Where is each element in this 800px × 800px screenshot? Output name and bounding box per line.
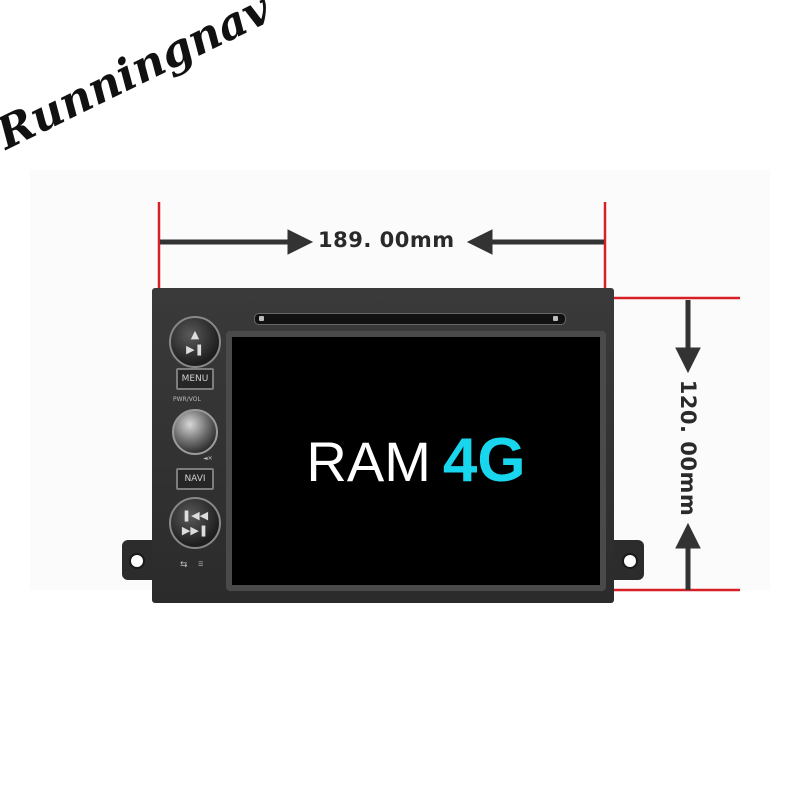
aux-port-icon: ☰ (198, 561, 204, 568)
mute-icon: ◄✕ (203, 455, 213, 462)
power-volume-knob[interactable] (172, 409, 218, 455)
brand-logo-script: Runningnav (0, 0, 279, 161)
height-dimension-label: 120. 00mm (676, 379, 700, 517)
eject-icon: ▲ (190, 328, 200, 341)
ram-capacity-label: 4G (442, 426, 526, 495)
play-pause-icon: ▶❚ (186, 343, 204, 356)
previous-track-icon: ❚◀◀ (181, 509, 209, 522)
usb-icon: ⇆ (180, 560, 188, 570)
right-mounting-ear (614, 540, 644, 580)
ram-label: RAM (306, 430, 431, 493)
brand-logo: Runningnav (0, 0, 290, 170)
brand-logo-text: Runningnav (0, 0, 279, 161)
mounting-hole (622, 553, 638, 569)
width-dimension-label: 189. 00mm (318, 228, 455, 252)
track-skip-button[interactable]: ❚◀◀ ▶▶❚ (169, 497, 221, 549)
eject-button[interactable]: ▲ ▶❚ (169, 316, 221, 368)
slot-marker (259, 316, 264, 321)
head-unit: ▲ ▶❚ MENU PWR/VOL ◄✕ NAVI ❚◀◀ ▶▶❚ ⇆ ☰ RA… (122, 288, 644, 603)
next-track-icon: ▶▶❚ (181, 524, 209, 537)
left-mounting-ear (122, 540, 152, 580)
menu-button[interactable]: MENU (176, 368, 214, 390)
mounting-hole (129, 553, 145, 569)
navi-button[interactable]: NAVI (176, 468, 214, 490)
slot-marker (553, 316, 558, 321)
disc-slot (254, 313, 566, 325)
knob-caption: PWR/VOL (173, 396, 201, 403)
